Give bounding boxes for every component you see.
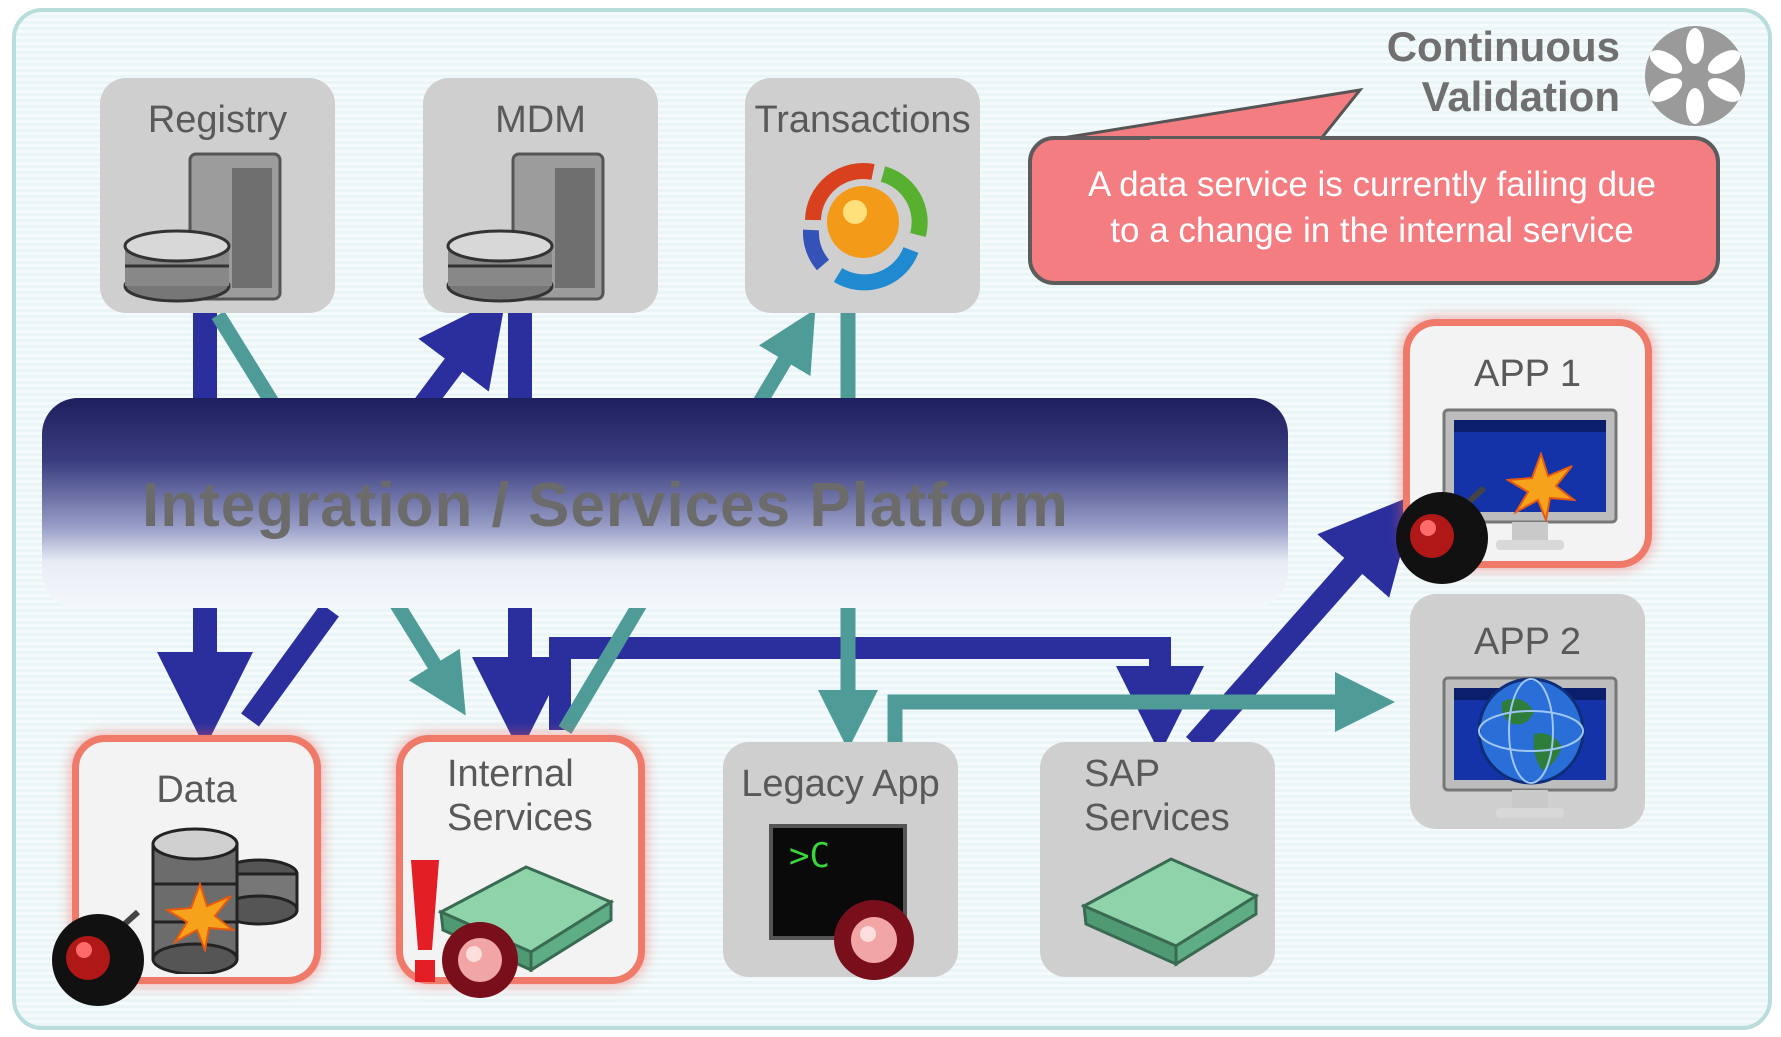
alert-light-icon [442,922,518,998]
globe-icon [1477,677,1585,785]
explosion-icon [165,882,235,952]
bomb-icon [52,909,144,1006]
node-label: APP 1 [1473,353,1582,395]
node-label: Data [156,769,237,811]
bomb-icon [1396,485,1488,584]
cycle-arrows-icon [802,163,928,291]
terminal-prompt: >C [789,836,830,876]
arrow-data-to-registry-diag [241,603,339,727]
node-sap-services[interactable]: SAP Services [1040,742,1275,977]
exclamation-icon [411,860,439,982]
server-database-icon [446,152,605,303]
node-transactions[interactable]: Transactions [745,78,980,313]
node-label: SAP Services [1084,753,1230,839]
node-mdm[interactable]: MDM [423,78,658,313]
node-label: APP 2 [1473,621,1582,663]
node-registry[interactable]: Registry [100,78,335,313]
arrow-internal-to-sap [549,637,1204,754]
node-label: Legacy App [741,763,940,805]
node-label: Transactions [754,99,971,141]
node-app2[interactable]: APP 2 [1410,594,1645,829]
node-label: MDM [495,99,586,141]
continuous-validation-label: Continuous Validation [1386,23,1620,120]
gear-icon [1645,26,1745,126]
arrow-to-mdm [411,294,507,417]
node-label: Registry [147,99,288,141]
alert-light-icon [834,900,914,980]
node-label: Internal Services [447,753,593,839]
callout-text: A data service is currently failing due … [1087,165,1657,250]
router-device-icon [1080,857,1260,967]
integration-platform-band: Integration / Services Platform [42,398,1288,608]
server-database-icon [123,152,282,303]
platform-title: Integration / Services Platform [142,471,1069,540]
explosion-icon [1506,452,1576,522]
